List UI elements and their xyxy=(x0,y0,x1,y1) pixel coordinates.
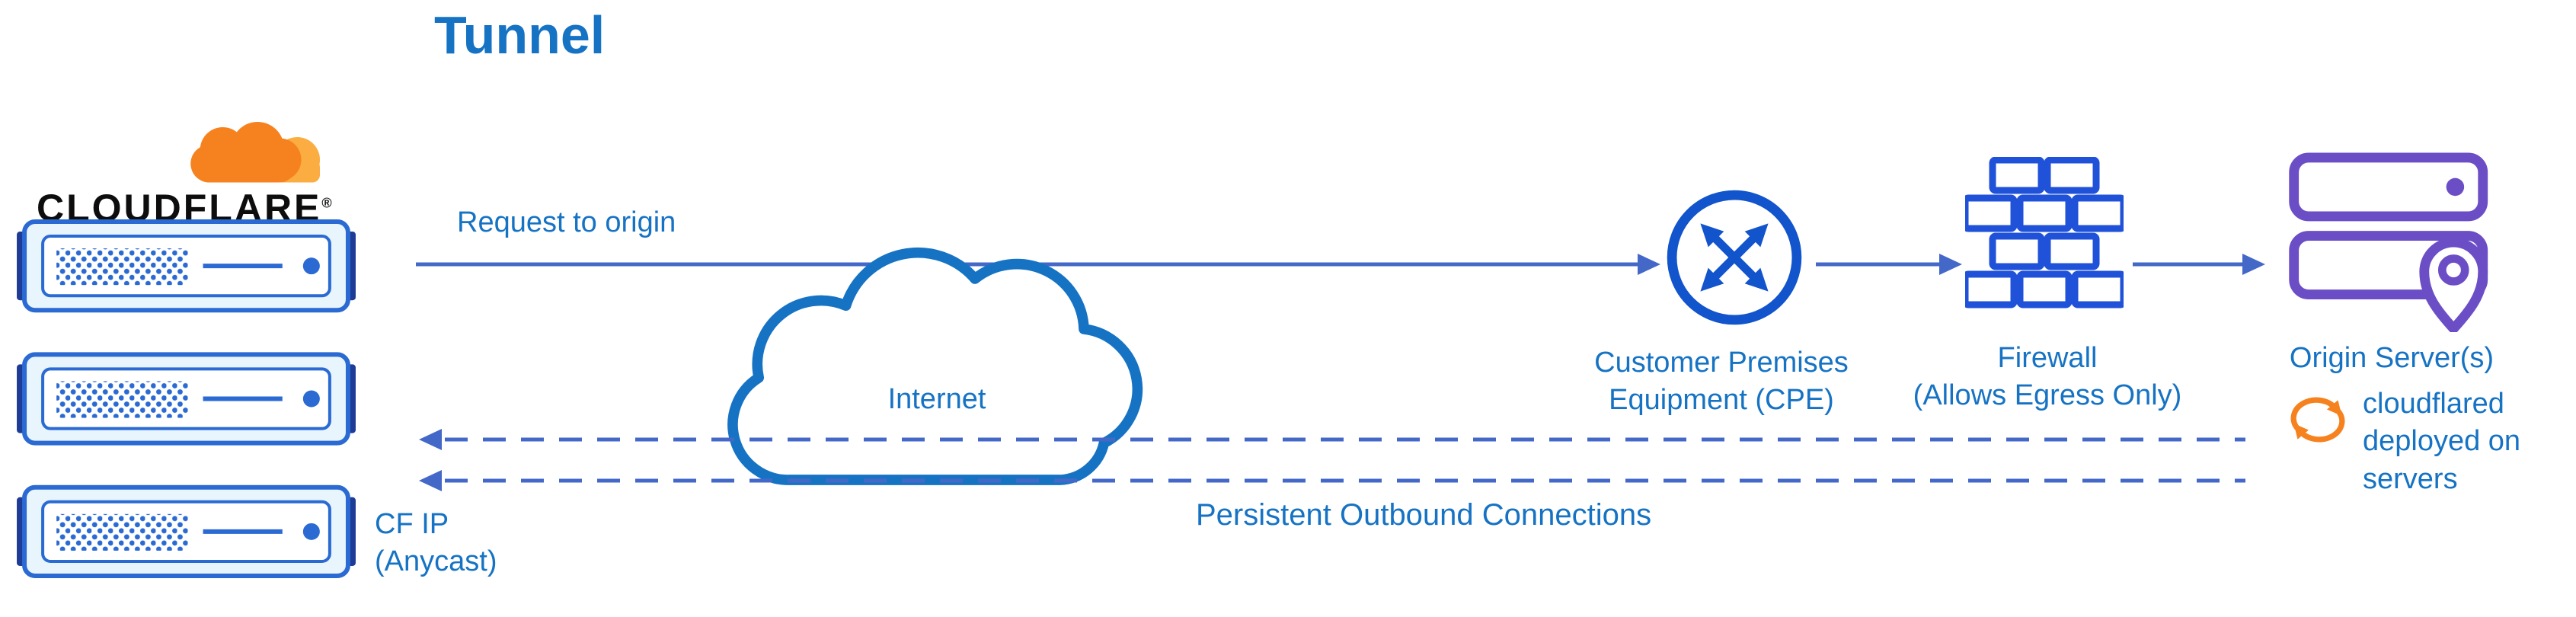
registered-mark: ® xyxy=(321,195,332,211)
cf-ip-anycast-label: CF IP (Anycast) xyxy=(375,506,497,581)
cloudflare-cloud-logo xyxy=(190,122,321,183)
cloudflared-note: cloudflared deployed on servers xyxy=(2363,385,2576,498)
cpe-label-line: Equipment (CPE) xyxy=(1609,384,1834,417)
firewall-label: Firewall (Allows Egress Only) xyxy=(1872,340,2223,415)
firewall-to-origin-arrow xyxy=(2133,254,2265,275)
cf-ip-label-line: (Anycast) xyxy=(375,545,497,578)
sync-arrows-icon xyxy=(2290,397,2345,443)
persistent-outbound-label: Persistent Outbound Connections xyxy=(1196,498,1652,532)
router-arrows-icon xyxy=(1667,190,1802,325)
brick-wall-icon xyxy=(1965,157,2124,308)
server-stack-icon xyxy=(2289,152,2488,332)
cloudflared-note-line: cloudflared xyxy=(2363,388,2504,420)
arrowhead-left xyxy=(419,429,442,450)
internet-cloud-icon xyxy=(727,247,1143,485)
arrowhead-left xyxy=(419,470,442,491)
cpe-label-line: Customer Premises xyxy=(1594,347,1849,379)
arrowhead-right xyxy=(2242,254,2265,275)
cloudflared-note-line: servers xyxy=(2363,462,2458,495)
location-pin-icon xyxy=(2419,237,2488,332)
arrowhead-right xyxy=(1939,254,1962,275)
cpe-to-firewall-arrow xyxy=(1816,254,1962,275)
arrowhead-right xyxy=(1638,254,1660,275)
cf-ip-label-line: CF IP xyxy=(375,508,449,540)
firewall-label-line: (Allows Egress Only) xyxy=(1913,379,2182,412)
persistent-connection-line-2 xyxy=(419,470,2245,491)
firewall-label-line: Firewall xyxy=(1997,342,2098,374)
origin-servers-label: Origin Server(s) xyxy=(2289,342,2495,374)
persistent-connection-line-1 xyxy=(419,429,2245,450)
cpe-label: Customer Premises Equipment (CPE) xyxy=(1554,344,1889,420)
diagram-title: Tunnel xyxy=(434,5,606,65)
cloudflared-note-line: deployed on xyxy=(2363,425,2521,458)
logo-dark-cloud xyxy=(190,122,302,183)
internet-label: Internet xyxy=(887,383,986,415)
request-to-origin-label: Request to origin xyxy=(457,206,676,238)
